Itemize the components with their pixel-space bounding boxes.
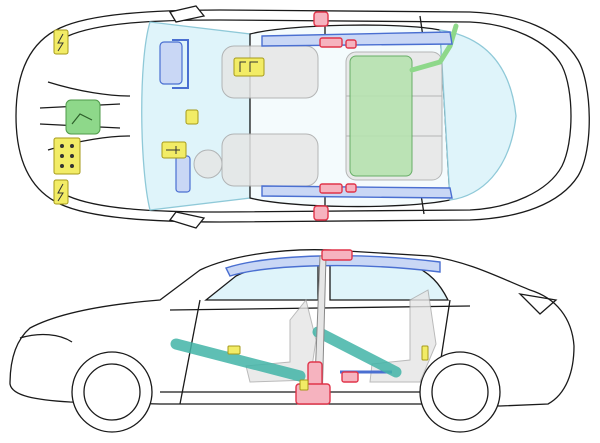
top-knee-airbag <box>172 39 189 89</box>
side-seat-rear <box>369 289 437 383</box>
top-rear-window <box>439 29 517 201</box>
side-wheel-front-hub <box>83 363 141 421</box>
pretensioner-icon <box>313 205 329 221</box>
key-glyph <box>166 146 180 154</box>
top-hood-line <box>47 81 131 97</box>
side-headlight <box>19 333 73 343</box>
side-seat-front <box>245 298 317 383</box>
lightning-glyph <box>57 33 64 52</box>
dot-glyph <box>70 144 74 148</box>
sensor-glyphs <box>57 33 258 202</box>
top-driver-module <box>175 155 191 193</box>
pretensioner-icon <box>321 249 353 261</box>
side-curtain-airbag <box>225 255 441 277</box>
top-pretensioners <box>313 11 357 221</box>
dot-glyph <box>70 164 74 168</box>
side-taillight <box>518 293 558 315</box>
top-passenger-airbag <box>159 41 183 85</box>
pretensioner-icon <box>345 183 357 193</box>
airbag-control-unit-icon <box>227 345 241 355</box>
side-reinforcements <box>170 326 402 382</box>
battery-warning-icon <box>53 179 69 205</box>
side-seats <box>245 289 437 383</box>
top-curtain-airbags <box>261 31 453 199</box>
pretensioner-icon <box>319 37 343 48</box>
cut-zone-icon <box>421 345 429 361</box>
battery-warning-icon <box>53 29 69 55</box>
curtain-airbag-left <box>261 31 453 47</box>
dot-glyph <box>60 144 64 148</box>
top-mirror-left <box>168 5 206 23</box>
top-engine-module <box>65 99 101 135</box>
gas-inflator-icon <box>299 379 309 391</box>
side-sensors <box>227 345 429 391</box>
inflator-glyph <box>239 61 258 72</box>
top-body-inner-line <box>67 19 572 213</box>
seat-front-right <box>221 133 319 187</box>
dot-glyph <box>70 154 74 158</box>
dot-glyph <box>60 164 64 168</box>
side-impact-beam-front <box>170 338 306 382</box>
side-impact-beam-rear <box>312 326 402 378</box>
top-fuel-line <box>409 23 459 73</box>
top-mirror-right <box>168 211 206 229</box>
pretensioner-icon <box>345 39 357 49</box>
curtain-airbag-right <box>261 185 453 199</box>
pretensioner-icon <box>319 183 343 194</box>
steering-wheel <box>193 149 223 179</box>
dot-glyph <box>60 154 64 158</box>
gas-inflator-icon <box>233 57 265 77</box>
top-rear-storage-zone <box>349 55 413 177</box>
side-wheel-rear-hub <box>431 363 489 421</box>
pretensioner-icon <box>341 371 359 383</box>
engine-module-glyph <box>71 113 93 125</box>
high-strength-steel-icon <box>53 137 81 175</box>
cut-zone-icon <box>185 109 199 125</box>
lightning-glyph <box>57 183 64 202</box>
pretensioner-icon <box>313 11 329 27</box>
